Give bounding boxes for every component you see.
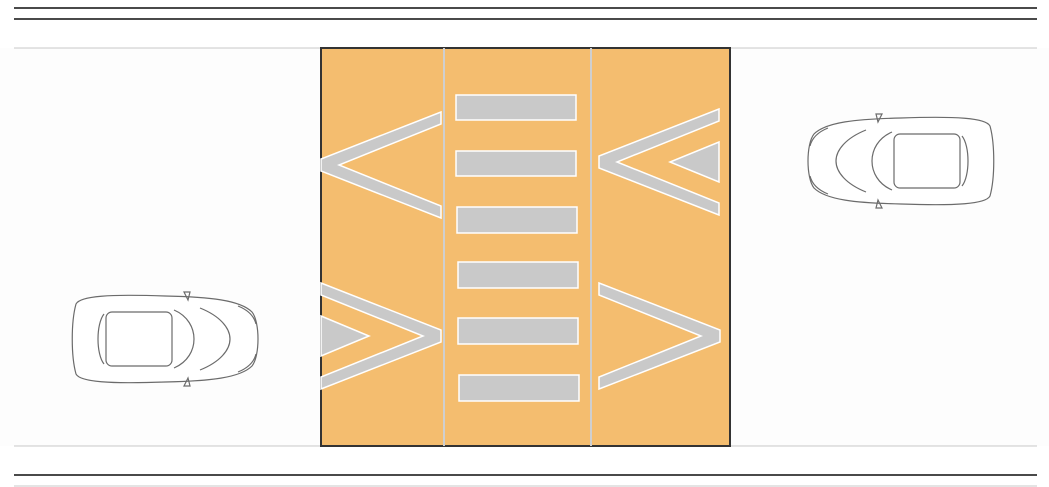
car-side-mirror-top <box>183 291 191 302</box>
car-rear-window <box>97 313 105 365</box>
car-headlight-bottom <box>809 127 829 147</box>
car-side-mirror-bottom <box>183 376 191 387</box>
car-roof <box>105 311 173 367</box>
car-roof <box>893 133 961 189</box>
chevron-right-upper-tip <box>668 140 720 184</box>
zebra-stripes <box>455 94 580 402</box>
car-windshield <box>173 309 195 369</box>
chevron-left-lower-tip <box>320 314 371 358</box>
car-hood-line <box>835 129 867 193</box>
car-side-mirror-top <box>875 198 883 209</box>
chevron-right-upper-arrow <box>598 107 720 217</box>
car-side-mirror-bottom <box>875 113 883 124</box>
zebra-stripe <box>455 94 577 121</box>
car-hood-line <box>199 307 231 371</box>
car-body <box>807 116 995 206</box>
car-eastbound <box>71 291 259 387</box>
chevron-right-lower-arrow <box>598 281 721 391</box>
car-headlight-top <box>809 175 829 195</box>
zebra-stripe <box>456 206 578 234</box>
zebra-stripe <box>457 317 579 345</box>
car-rear-window <box>961 135 969 187</box>
car-headlight-top <box>237 305 257 325</box>
car-windshield <box>871 131 893 191</box>
car-westbound <box>807 113 995 209</box>
chevron-left-upper-arrow <box>320 110 442 220</box>
zebra-stripe <box>457 261 579 289</box>
chevron-left-lower-arrow <box>320 281 442 391</box>
car-headlight-bottom <box>237 353 257 373</box>
car-body <box>71 294 259 384</box>
zebra-stripe <box>455 150 577 177</box>
zebra-stripe <box>458 374 580 402</box>
